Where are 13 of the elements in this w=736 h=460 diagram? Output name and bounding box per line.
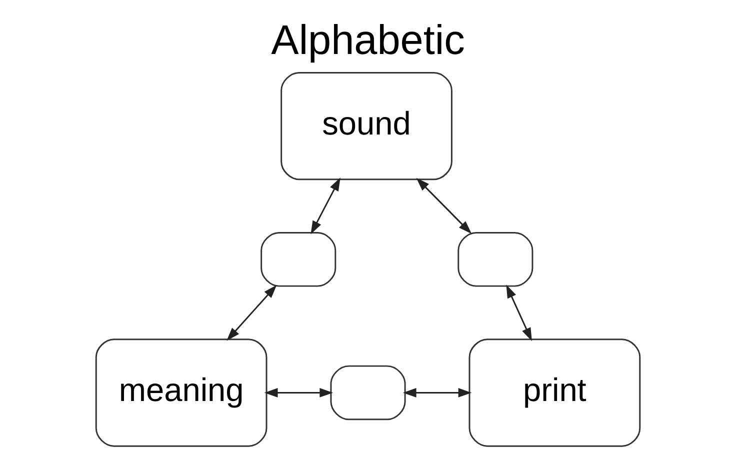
arrow	[402, 388, 472, 397]
node-box: meaning	[95, 338, 268, 446]
arrow	[226, 284, 277, 340]
arrow	[416, 177, 472, 234]
arrow	[506, 284, 532, 341]
node-box	[330, 364, 406, 420]
node-box	[458, 231, 534, 286]
arrow	[310, 176, 340, 234]
node-box: print	[468, 338, 641, 446]
node-box	[260, 231, 336, 286]
node-box: sound	[280, 71, 452, 180]
diagram-title: Alphabetic	[271, 16, 465, 63]
arrow	[264, 388, 334, 397]
